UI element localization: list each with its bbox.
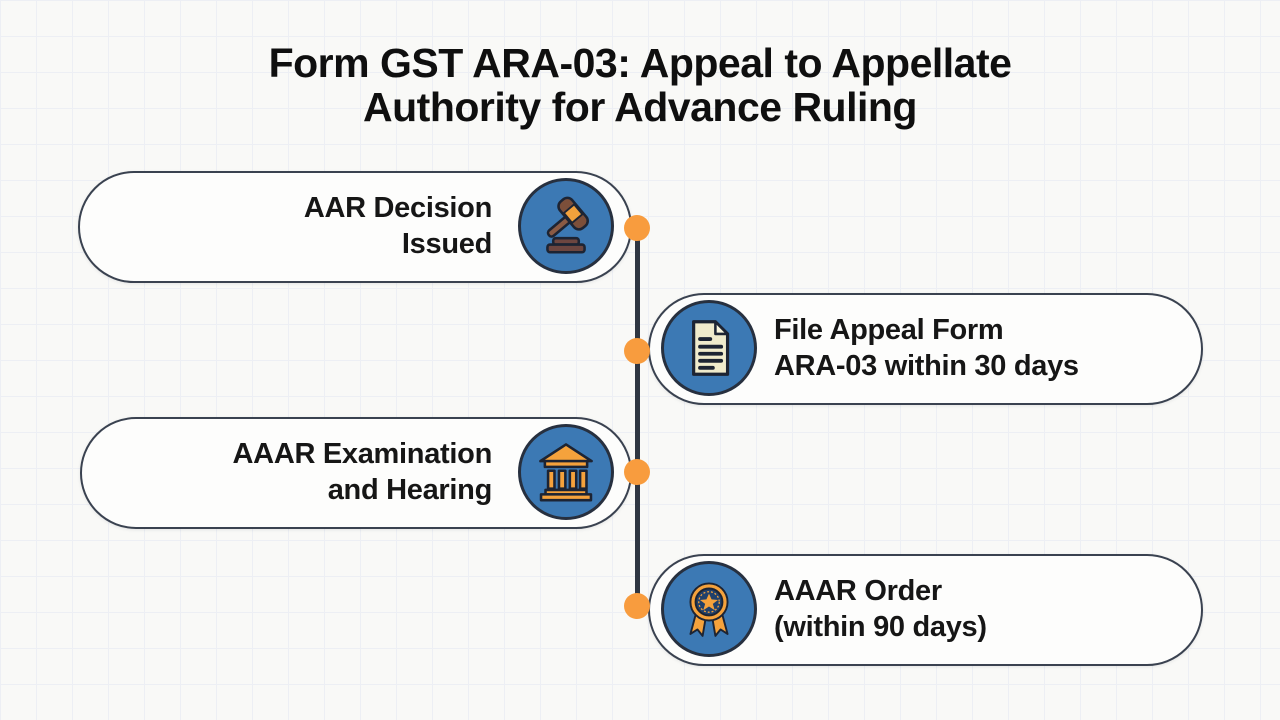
step-label-line-2: (within 90 days) [774,611,987,643]
step-label-line-2: ARA-03 within 30 days [774,350,1079,382]
timeline-dot-3 [624,459,650,485]
page-title: Form GST ARA-03: Appeal to Appellate Aut… [0,40,1280,130]
step-label-line-1: AAAR Examination [232,438,493,471]
step-pill-aaar-examination: AAAR Examination and Hearing [80,417,632,529]
step-label-line-1: AAR Decision [303,192,492,225]
timeline-dot-2 [624,338,650,364]
step-label: AAAR Examination and Hearing [232,419,493,527]
step-label: AAAR Order (within 90 days) [774,556,987,664]
page-title-line-1: Form GST ARA-03: Appeal to Appellate [268,40,1012,86]
document-icon [661,300,757,396]
step-label-line-1: AAAR Order [774,575,942,608]
ribbon-badge-icon [661,561,757,657]
step-label: File Appeal Form ARA-03 within 30 days [774,295,1079,403]
timeline-dot-1 [624,215,650,241]
step-label: AAR Decision Issued [304,173,492,281]
timeline-connector [635,228,640,606]
step-pill-aar-decision-issued: AAR Decision Issued [78,171,632,283]
step-pill-file-appeal-form: File Appeal Form ARA-03 within 30 days [648,293,1203,405]
step-pill-aaar-order: AAAR Order (within 90 days) [648,554,1203,666]
timeline-dot-4 [624,593,650,619]
gavel-icon [518,178,614,274]
step-label-line-1: File Appeal Form [774,314,1004,347]
courthouse-icon [518,424,614,520]
page-title-line-2: Authority for Advance Ruling [363,83,917,130]
step-label-line-2: Issued [401,228,492,260]
step-label-line-2: and Hearing [327,474,493,506]
